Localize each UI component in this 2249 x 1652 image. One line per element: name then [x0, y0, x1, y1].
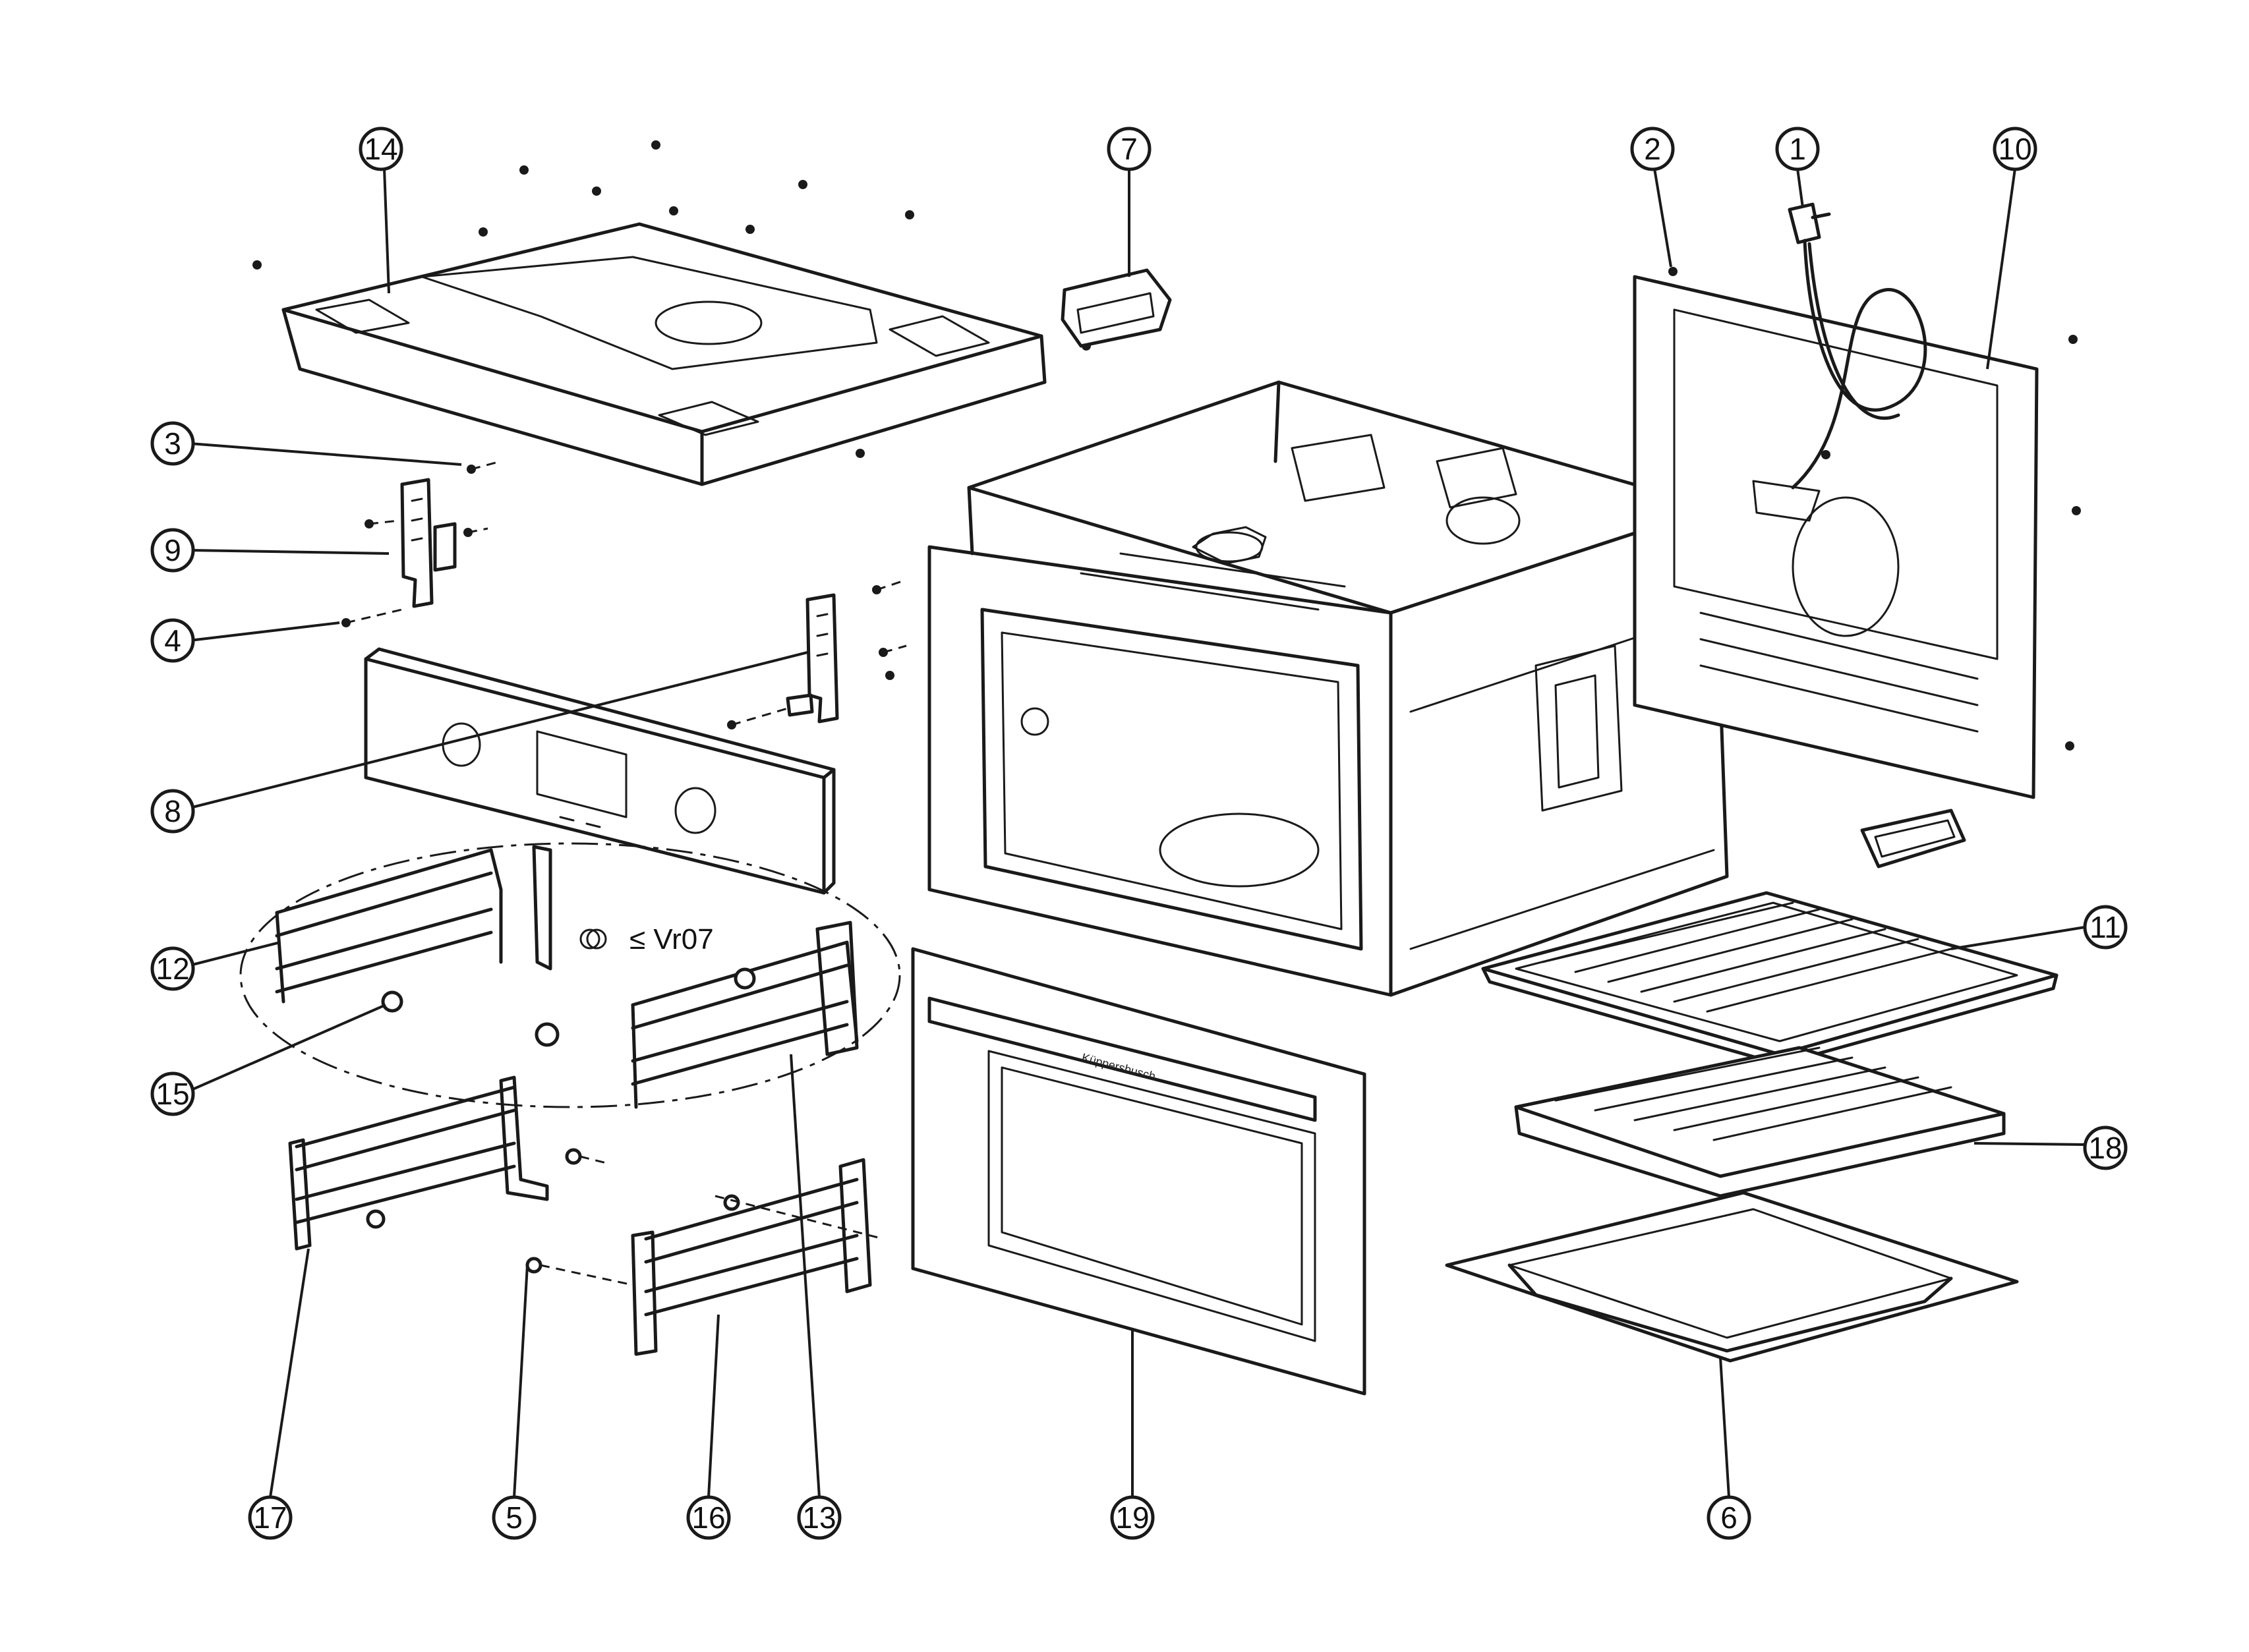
balloon-5: 5	[492, 1495, 537, 1540]
baking-pan	[1445, 1191, 2019, 1363]
balloon-label: 9	[164, 533, 181, 567]
balloon-19: 19	[1110, 1495, 1155, 1540]
balloon-label: 4	[164, 623, 181, 658]
balloon-14: 14	[359, 127, 403, 171]
balloon-8: 8	[150, 789, 195, 834]
balloon-label: 1	[1789, 132, 1806, 166]
balloon-6: 6	[1707, 1495, 1751, 1540]
balloon-16: 16	[686, 1495, 731, 1540]
balloon-label: 16	[691, 1500, 725, 1535]
balloon-label: 17	[253, 1500, 287, 1535]
side-rail-right-new	[525, 1158, 884, 1356]
top-cover-plate	[281, 222, 1047, 486]
control-panel	[364, 647, 836, 895]
side-rail-left-new	[288, 1075, 607, 1251]
balloon-12: 12	[150, 946, 195, 991]
handle-cap-right	[1860, 809, 1966, 869]
balloon-label: 5	[506, 1500, 523, 1535]
version-note: ≤ Vr07	[579, 923, 714, 955]
balloon-label: 3	[164, 426, 181, 461]
balloon-label: 19	[1115, 1500, 1149, 1535]
balloon-4: 4	[150, 618, 195, 663]
oven-door: Küppersbusch	[911, 947, 1366, 1396]
balloon-3: 3	[150, 421, 195, 466]
balloon-label: 12	[156, 952, 189, 986]
balloon-7: 7	[1107, 127, 1152, 171]
balloon-9: 9	[150, 528, 195, 573]
balloon-label: 14	[364, 132, 397, 166]
balloon-label: 10	[1998, 132, 2031, 166]
balloon-label: 6	[1720, 1500, 1738, 1535]
balloon-label: 2	[1644, 132, 1661, 166]
back-panel	[1633, 267, 2081, 799]
side-rail-right-old	[535, 921, 859, 1109]
balloon-2: 2	[1630, 127, 1675, 171]
balloon-label: 13	[802, 1500, 836, 1535]
balloon-label: 7	[1121, 132, 1138, 166]
balloon-1: 1	[1775, 127, 1820, 171]
version-group-ellipse	[239, 842, 901, 1108]
oven-body	[927, 380, 1729, 997]
balloon-18: 18	[2083, 1125, 2128, 1170]
version-note-text: ≤ Vr07	[629, 923, 714, 955]
power-cord	[1752, 202, 1927, 522]
balloon-11: 11	[2083, 905, 2128, 950]
right-hinge-bracket	[727, 579, 907, 729]
balloon-label: 8	[164, 794, 181, 828]
handle-cap-top	[1061, 268, 1172, 348]
balloon-label: 18	[2088, 1131, 2122, 1165]
balloon-label: 15	[156, 1077, 189, 1111]
side-rail-left-old	[275, 845, 552, 1013]
balloon-13: 13	[797, 1495, 842, 1540]
left-hinge-bracket	[341, 460, 502, 627]
balloon-17: 17	[248, 1495, 293, 1540]
leader-lines	[189, 168, 2086, 1498]
balloon-10: 10	[1993, 127, 2037, 171]
balloon-label: 11	[2089, 910, 2121, 944]
balloon-15: 15	[150, 1071, 195, 1116]
wire-rack	[1514, 1046, 2006, 1198]
